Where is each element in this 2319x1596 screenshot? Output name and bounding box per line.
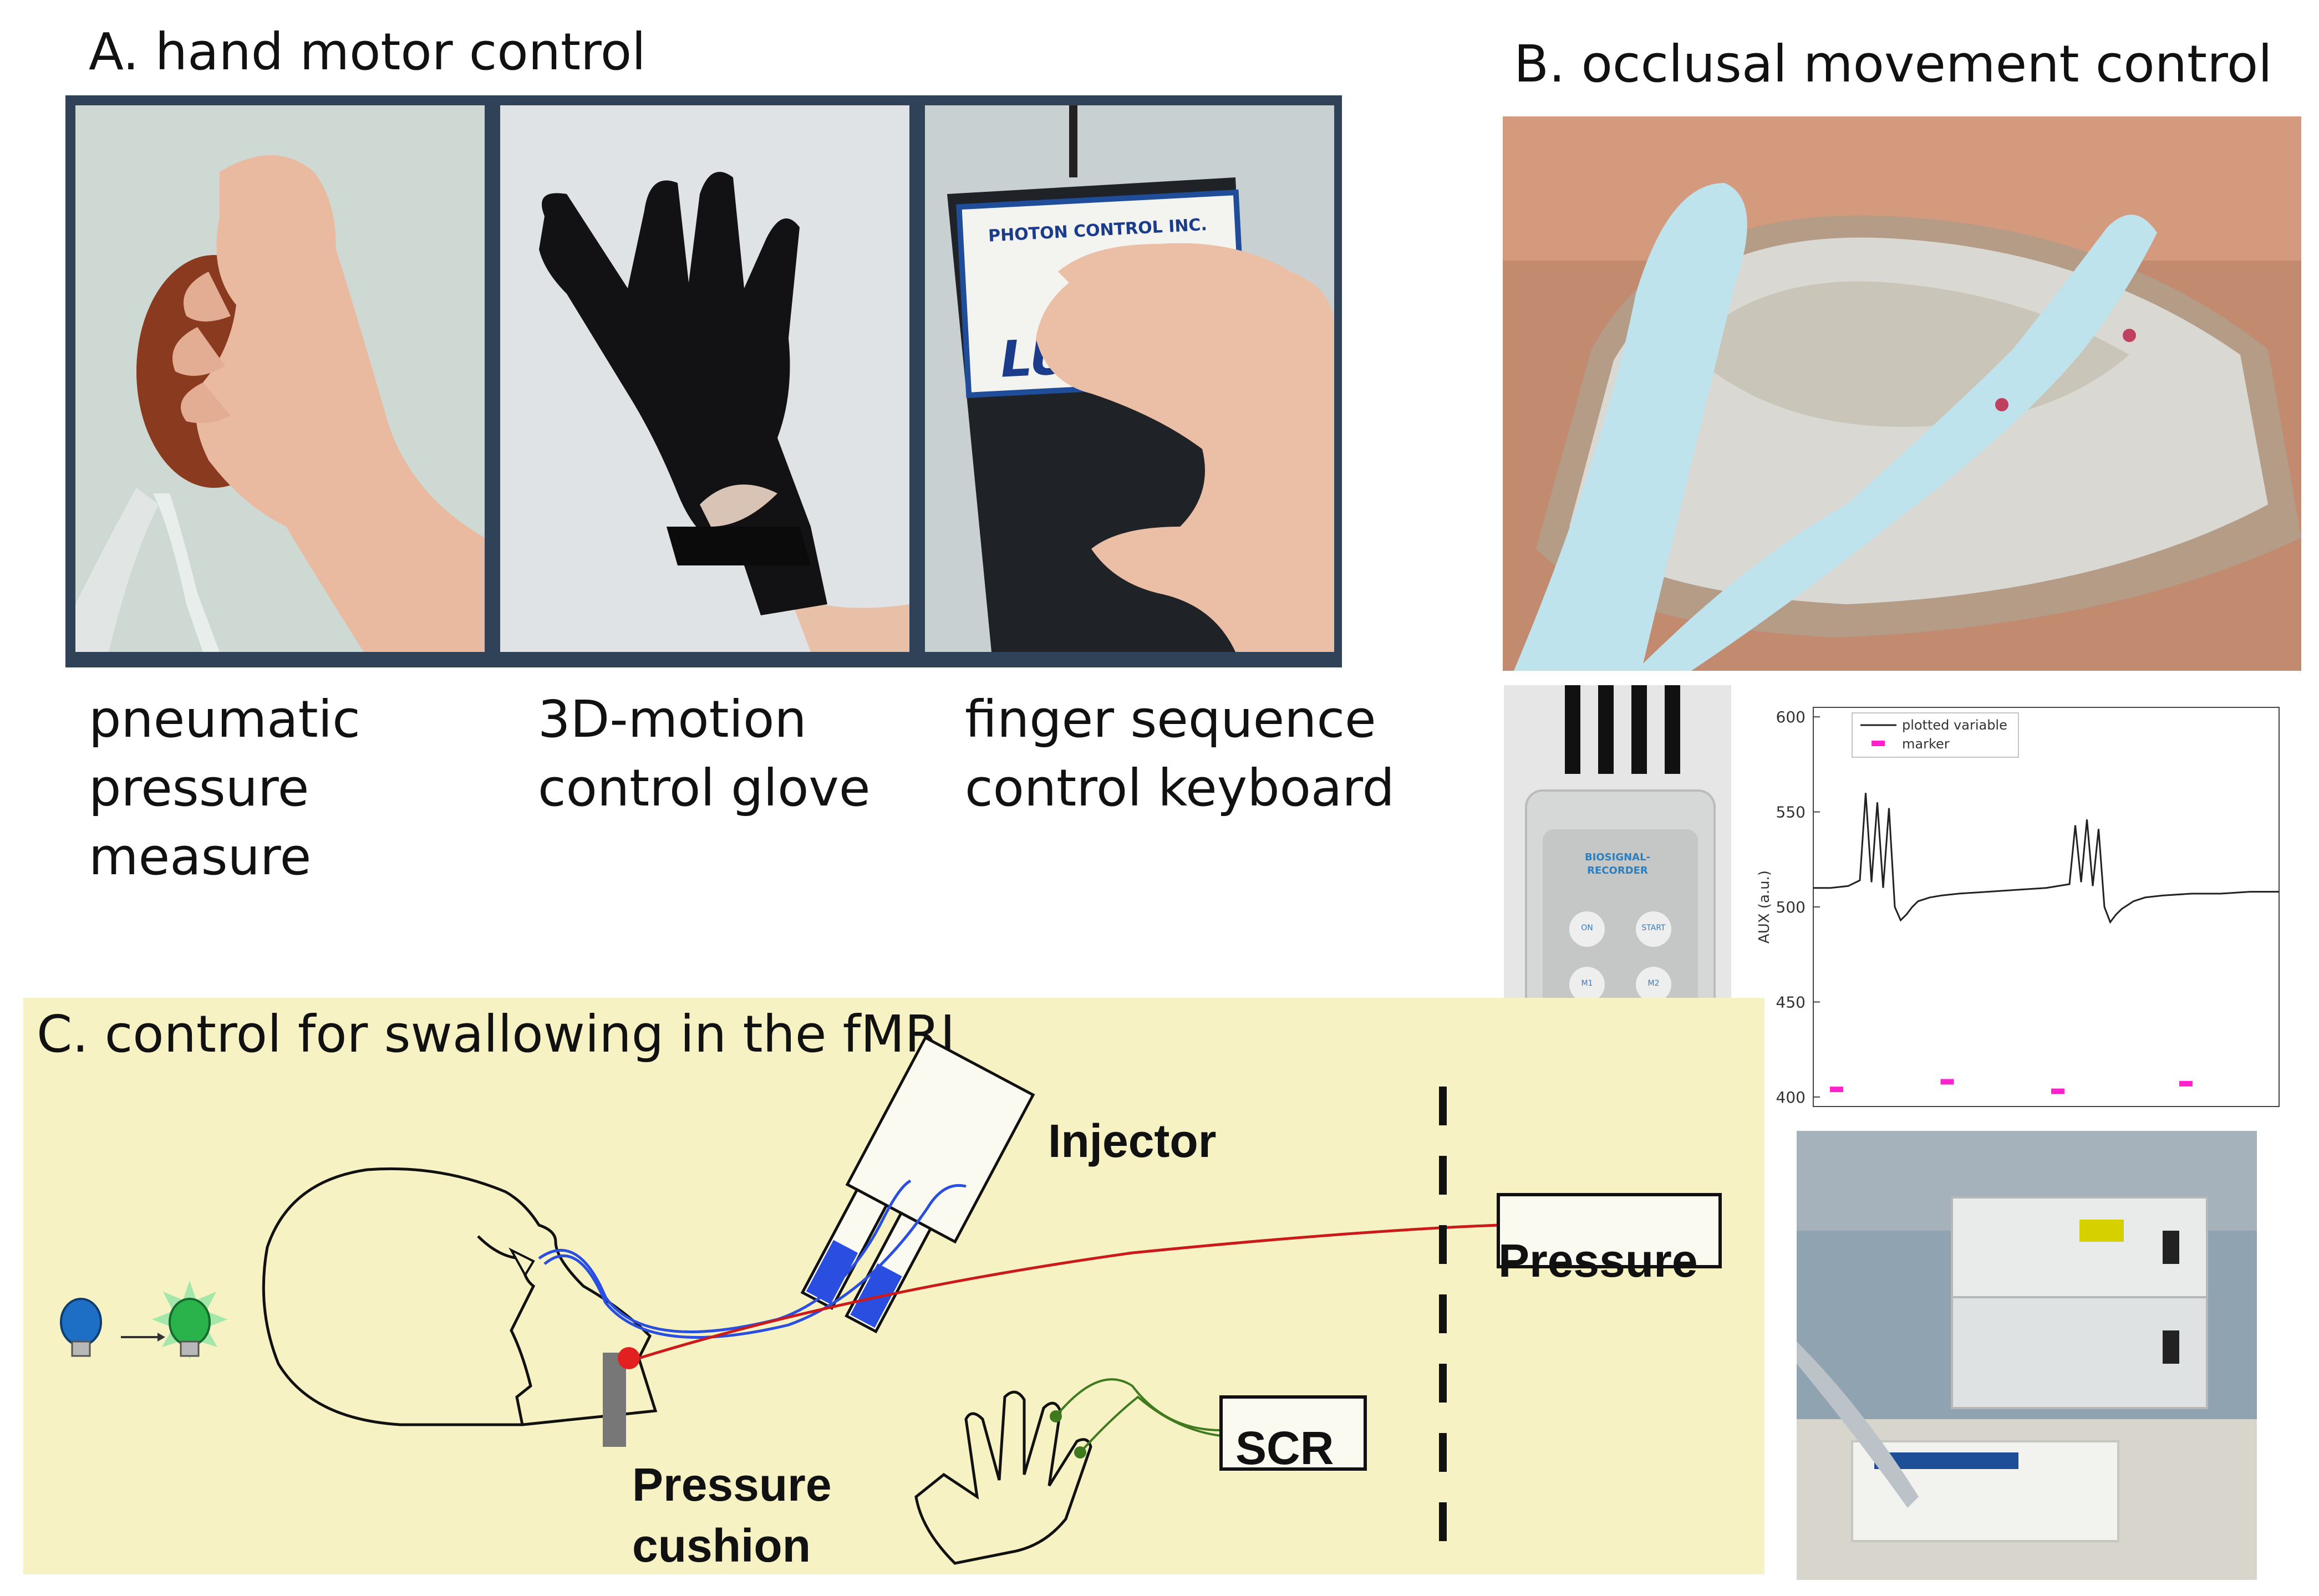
photo-occlusal-splint: [1503, 116, 2301, 671]
caption-keyboard: finger sequence control keyboard: [965, 690, 1395, 818]
head-outline: [262, 1167, 658, 1426]
recorder-label-line2: RECORDER: [1587, 865, 1648, 876]
photo-equipment-setup: [1797, 1131, 2257, 1580]
legend-box: [1852, 712, 2019, 758]
mouth: [508, 1247, 535, 1277]
swallowing-diagram: [60, 1036, 1722, 1565]
bulb-off-icon: [60, 1298, 102, 1357]
green-scr-wire-a: [1055, 1378, 1222, 1431]
injector-label: Injector: [1048, 1115, 1217, 1167]
marker-point: [2179, 1080, 2193, 1087]
caption-glove: 3D-motion control glove: [538, 690, 871, 818]
y-tick-label-450: 450: [1776, 993, 1806, 1011]
bulb-on-icon: [152, 1281, 227, 1359]
panel-c-heading: C. control for swallowing in the fMRI: [37, 1004, 955, 1064]
recorder-btn-on: ON: [1581, 924, 1593, 932]
pressure-box: [1497, 1193, 1722, 1268]
legend-label-plotted-variable: plotted variable: [1902, 717, 2007, 733]
legend-swatch-marker: [1872, 741, 1885, 746]
hand-outline: [914, 1390, 1092, 1565]
marker-point: [1830, 1087, 1843, 1093]
series-line-plotted-variable: [1813, 793, 2279, 924]
cushion-label-line2: cushion: [632, 1519, 811, 1572]
pressure-cushion: [603, 1353, 626, 1447]
y-tick-label-500: 500: [1776, 898, 1806, 916]
marker-point: [1940, 1079, 1954, 1085]
caption-pneumatic: pneumatic pressure measure: [89, 690, 360, 886]
injector-device: [800, 1036, 1035, 1334]
pressure-label: Pressure: [1498, 1235, 1698, 1287]
arrow-head-icon: [157, 1333, 165, 1342]
chart-background: [1747, 685, 2301, 1129]
cushion-sensor-dot: [618, 1347, 640, 1369]
recorder-btn-m2: M2: [1647, 979, 1660, 988]
photo-finger-keyboard: PHOTON CONTROL INC. LUM: [925, 105, 1334, 652]
y-tick-label-400: 400: [1776, 1088, 1806, 1107]
scr-label: SCR: [1235, 1422, 1334, 1474]
scr-box: [1219, 1395, 1367, 1471]
recorder-btn-start: START: [1641, 924, 1666, 932]
recorder-label-line1: BIOSIGNAL-: [1584, 851, 1651, 863]
green-scr-wire-b: [1079, 1395, 1222, 1454]
recorder-btn-m1: M1: [1581, 979, 1593, 988]
panel-a-heading: A. hand motor control: [89, 22, 646, 81]
panel-b-heading: B. occlusal movement control: [1514, 34, 2272, 94]
marker-point: [2051, 1088, 2064, 1094]
y-tick-label-550: 550: [1776, 803, 1806, 822]
photo-pneumatic-bulb: [75, 105, 485, 652]
cushion-label-line1: Pressure: [632, 1459, 832, 1511]
red-pressure-line: [638, 1223, 1499, 1360]
photo-motion-glove: [500, 105, 909, 652]
legend-label-marker: marker: [1902, 736, 1950, 752]
blue-tube-b: [543, 1184, 967, 1339]
y-axis-label: AUX (a.u.): [1756, 870, 1773, 944]
y-tick-label-600: 600: [1776, 708, 1806, 726]
